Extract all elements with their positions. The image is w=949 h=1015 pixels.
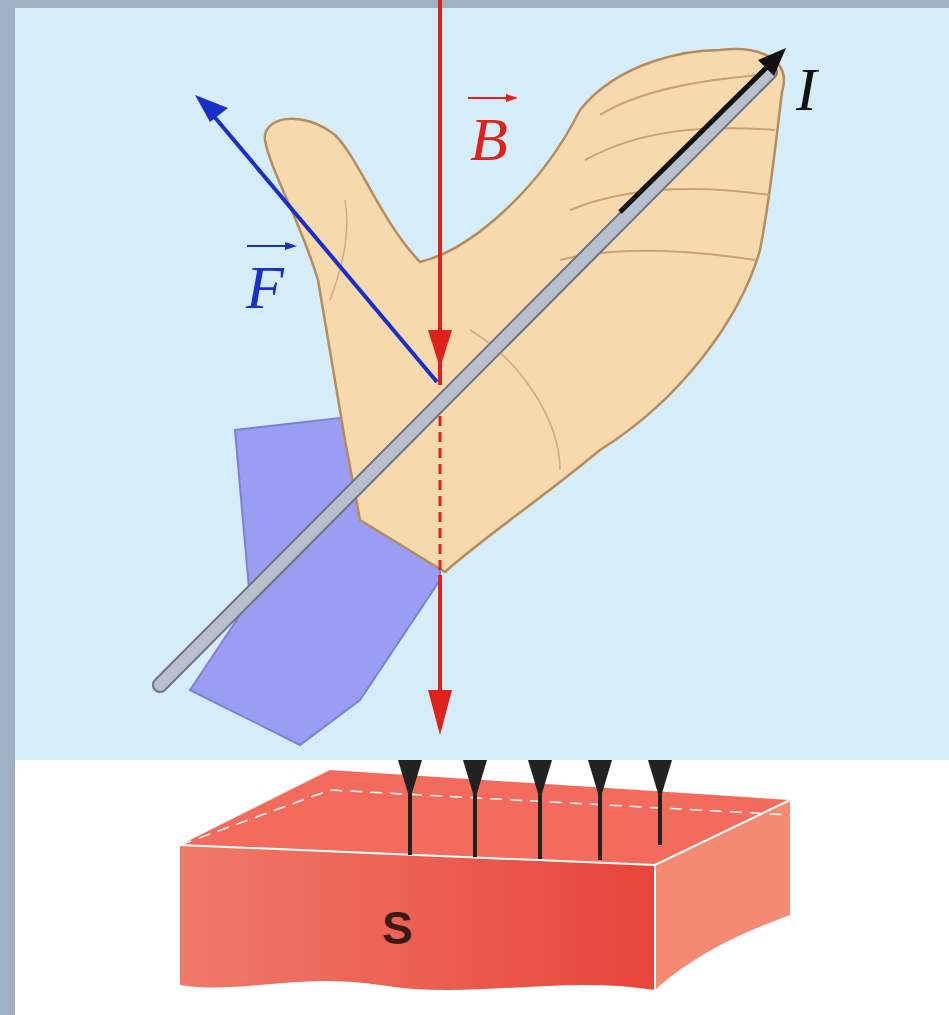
field-label: B (470, 108, 508, 170)
pole-label: S (382, 905, 413, 951)
force-label: F (246, 256, 284, 318)
current-label: I (796, 58, 817, 120)
